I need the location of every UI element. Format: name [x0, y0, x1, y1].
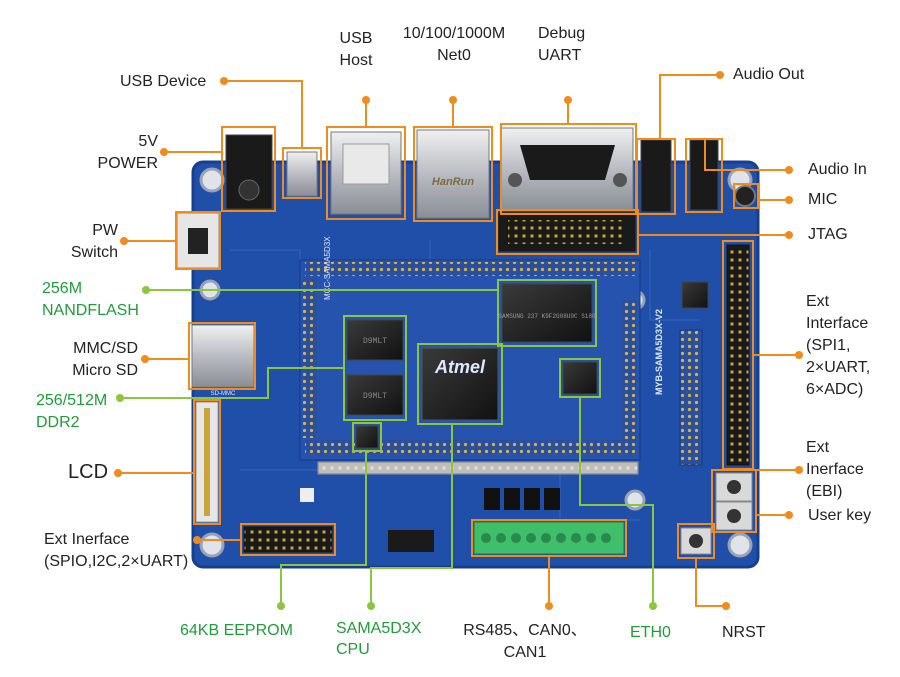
nandflash-label-line1: 256M	[42, 280, 83, 297]
power-switch	[176, 212, 220, 269]
nrst-label: NRST	[722, 624, 766, 641]
mmc-label-line2: Micro SD	[72, 362, 138, 379]
usb-host-port	[330, 131, 402, 215]
ddr2-label-line1: 256/512M	[36, 392, 108, 409]
db9-connector	[500, 127, 634, 211]
ext-spi-label-line3: (SPI1,	[806, 337, 851, 354]
audio-out-jack	[640, 139, 672, 213]
ext-ebi-label-line3: (EBI)	[806, 483, 843, 500]
green-callout-dots	[116, 286, 657, 610]
ext-ebi-label-line1: Ext	[806, 439, 830, 456]
debug-uart-label-line1: Debug	[538, 25, 586, 42]
eeprom-chip	[355, 425, 379, 449]
nrst-button	[680, 527, 712, 555]
usb-host-label-line1: USB	[339, 30, 373, 47]
ext-spio-label-line1: Ext Inerface	[44, 531, 130, 548]
power-label-line1: 5V	[138, 133, 158, 150]
mmc-marking: SD-MMC	[211, 391, 236, 397]
net0-label-line1: 10/100/1000M	[402, 25, 506, 42]
terminal-block	[473, 521, 625, 555]
ext-spi-label-line5: 6×ADC)	[806, 381, 864, 398]
bus-label-line1: RS485、CAN0、	[463, 622, 587, 639]
ext-spi-label-line1: Ext	[806, 293, 830, 310]
ext-spi-header	[726, 244, 750, 466]
eth-phy-chip	[562, 361, 598, 395]
ext-spi-label-line4: 2×UART,	[806, 359, 871, 376]
orange-callout-lines	[118, 74, 799, 607]
power-label-line2: POWER	[97, 155, 158, 172]
pw-switch-label-line2: Switch	[70, 244, 118, 261]
cpu-label-line1: SAMA5D3X	[336, 620, 422, 637]
microsd-slot: SD-MMC	[191, 324, 255, 397]
jtag-label: JTAG	[808, 226, 848, 243]
power-jack	[225, 134, 273, 210]
usb-host-label-line2: Host	[339, 52, 373, 69]
board-name-text: MYB-SAMA5D3X-V2	[654, 309, 664, 395]
mic	[734, 185, 756, 207]
cpu-label-line2: CPU	[336, 641, 370, 658]
ext-spio-header	[243, 526, 333, 553]
pw-switch-label-line1: PW	[92, 222, 118, 239]
ddr-chips: D9MLT D9MLT	[346, 319, 404, 416]
mic-label: MIC	[808, 191, 838, 208]
nandflash-label-line2: NANDFLASH	[42, 302, 139, 319]
jtag-header	[497, 211, 637, 253]
ethernet-jack: HanRun	[416, 129, 490, 219]
net0-label-line2: Net0	[437, 47, 471, 64]
audio-out-label: Audio Out	[733, 66, 805, 83]
eth0-label: ETH0	[630, 624, 671, 641]
eeprom-label: 64KB EEPROM	[180, 622, 293, 639]
ext-ebi-header	[679, 329, 703, 466]
audio-codec-chip	[681, 281, 709, 309]
ext-ebi-label-line2: Inerface	[806, 461, 864, 478]
ddr-marking-2: D9MLT	[363, 392, 387, 401]
eth-jack-brand: HanRun	[432, 176, 474, 188]
ddr2-label-line2: DDR2	[36, 414, 80, 431]
nand-marking: SAMSUNG 237 K9F2G08U0C S180	[498, 313, 596, 320]
ddr-marking-1: D9MLT	[363, 337, 387, 346]
relay-row	[484, 488, 560, 510]
user-keys	[715, 472, 753, 531]
usb-device-label: USB Device	[120, 73, 207, 90]
lcd-label: LCD	[68, 461, 109, 483]
user-key-label: User key	[808, 507, 872, 524]
core-name-text: MCC-SAMA5D3X	[323, 236, 332, 300]
cpu-chip: Atmel	[421, 347, 499, 421]
audio-in-label: Audio In	[808, 161, 867, 178]
orange-callout-dots	[114, 71, 803, 610]
usb-device-port	[286, 151, 318, 197]
bus-label-line2: CAN1	[503, 644, 547, 661]
debug-uart-label-line2: UART	[538, 47, 582, 64]
green-callout-lines	[120, 289, 654, 606]
nand-chip: SAMSUNG 237 K9F2G08U0C S180	[498, 283, 596, 343]
cpu-connector-part	[388, 530, 434, 552]
lcd-connector	[195, 401, 219, 523]
ext-spi-label-line2: Interface	[806, 315, 869, 332]
ext-spio-label-line2: (SPIO,I2C,2×UART)	[44, 553, 189, 570]
cpu-logo: Atmel	[434, 357, 486, 377]
mmc-label-line1: MMC/SD	[73, 340, 138, 357]
esd-logo	[300, 488, 314, 502]
